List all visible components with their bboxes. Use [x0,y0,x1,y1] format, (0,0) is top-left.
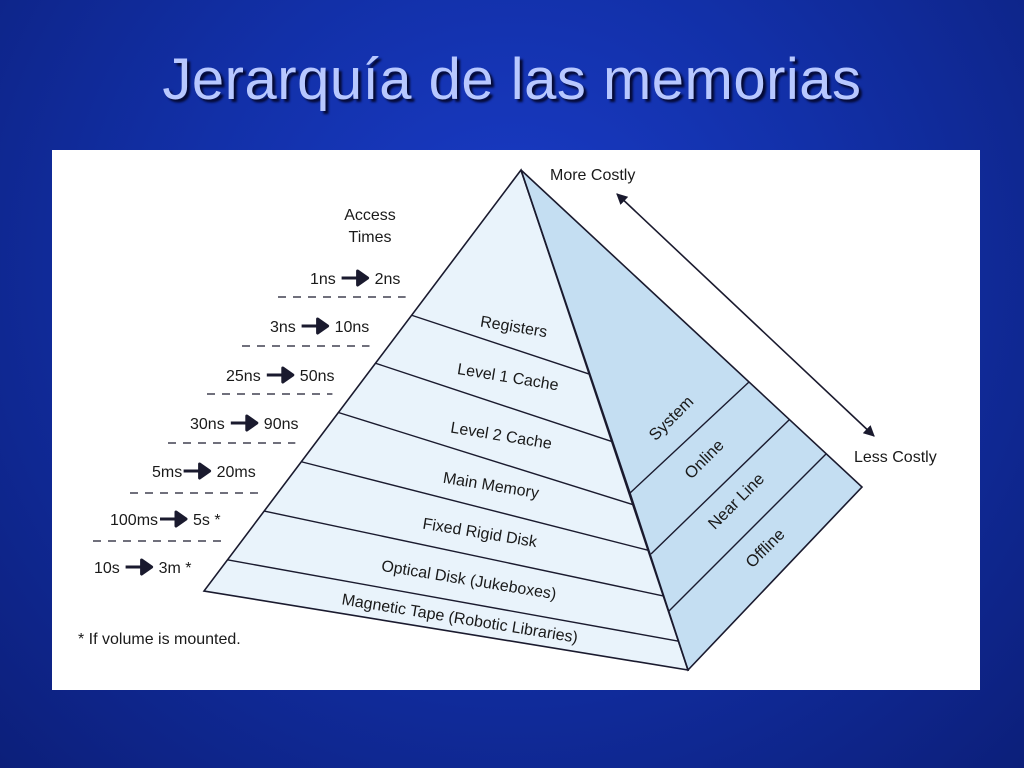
pyramid-front-edge [520,169,689,671]
access-time-from: 10s [94,560,120,577]
arrow-right-icon [160,510,188,528]
level-divider [264,510,664,597]
level-divider [338,411,635,506]
access-time-to: 20ms [217,464,256,481]
access-time-row: 30ns 90ns [190,414,299,433]
access-time-to: 50ns [300,368,335,385]
access-time-row: 1ns 2ns [310,269,401,288]
access-time-from: 1ns [310,271,336,288]
side-divider [668,453,827,612]
less-costly-label: Less Costly [854,449,937,466]
more-costly-label: More Costly [550,167,635,184]
arrow-right-icon [125,558,154,576]
access-time-to: 3m * [159,560,192,577]
slide-title: Jerarquía de las memorias [162,47,862,112]
level-divider [411,314,591,375]
access-time-from: 100ms [110,512,158,529]
access-time-from: 3ns [270,319,296,336]
cost-arrow [616,193,875,437]
access-time-to: 5s * [193,512,221,529]
access-time-from: 25ns [226,368,261,385]
arrow-right-icon [341,269,370,287]
footnote: * If volume is mounted. [78,631,241,648]
access-time-row: 3ns 10ns [270,317,370,336]
arrow-right-icon [183,462,212,480]
arrow-right-icon [266,366,295,384]
access-time-to: 90ns [264,416,299,433]
level-divider [375,362,613,443]
access-time-row: 10s 3m * [94,558,192,577]
access-times-header-line2: Times [349,229,392,246]
level-divider [227,559,679,642]
level-dividers [227,314,679,642]
access-time-row: 25ns 50ns [226,366,335,385]
access-time-to: 10ns [335,319,370,336]
access-times-header-line1: Access [344,207,396,224]
level-divider [301,461,650,552]
access-time-to: 2ns [375,271,401,288]
access-time-row: 5ms 20ms [152,462,256,481]
arrow-right-icon [230,414,259,432]
arrow-right-icon [301,317,330,335]
access-time-from: 5ms [152,464,182,481]
side-divider [650,419,790,555]
access-time-from: 30ns [190,416,225,433]
access-time-rows: 1ns 2ns 3ns 10ns 25ns 50ns 30ns 90ns 5ms 20ms 100m… [93,269,406,577]
access-time-row: 100ms 5s * [110,510,221,529]
